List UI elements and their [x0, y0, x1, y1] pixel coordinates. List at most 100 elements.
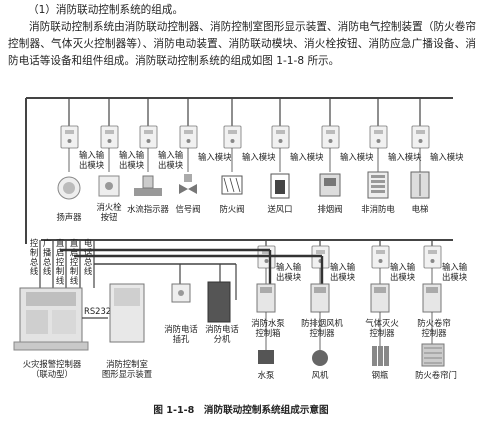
bottom-device-label-1: 风机 [312, 370, 329, 380]
top-module-3 [179, 125, 198, 149]
top-device-label-1: 消火栓按钮 [96, 202, 122, 222]
speaker-cone [63, 182, 75, 194]
shutter-door-icon [421, 343, 445, 367]
top-module-label-5: 输入模块 [290, 152, 324, 162]
bus-label-2: 直启控制线 [56, 238, 65, 286]
cylinder-icon-0 [372, 346, 377, 366]
signal-valve-icon [179, 184, 197, 194]
bottom-module-label-3: 输入输出模块 [442, 262, 468, 282]
top-module-4-label-area [228, 130, 237, 134]
top-device-label-7: 非消防电 [361, 204, 395, 214]
hydrant-button-knob [105, 182, 113, 190]
bottom-module-3 [423, 245, 442, 269]
controller-keypad [26, 310, 48, 334]
fire-damper-blade-2 [235, 177, 241, 193]
top-device-label-5: 送风口 [267, 204, 292, 214]
top-module-6 [321, 125, 340, 149]
bottom-controller-panel-1 [314, 287, 326, 293]
figure-caption: 图 1-1-8 消防联动控制系统组成示意图 [153, 404, 328, 416]
top-module-0-indicator [67, 139, 72, 143]
bottom-module-label-0: 输入输出模块 [276, 262, 302, 282]
fire-damper-blade-0 [223, 177, 229, 193]
bottom-device-label-0: 水泵 [258, 370, 275, 380]
power-cabinet-row-2 [371, 185, 385, 188]
bottom-device-label-2: 钢瓶 [372, 370, 389, 380]
phone-extension-icon [207, 281, 231, 323]
top-module-1-indicator [107, 139, 112, 143]
bottom-module-2 [371, 245, 390, 269]
bus-label-0: 控制总线 [30, 238, 39, 276]
top-module-label-1: 输入输出模块 [119, 150, 145, 170]
top-device-label-4: 防火阀 [219, 204, 244, 214]
top-module-5-label-area [276, 130, 285, 134]
fire-linkage-diagram: 输入输出模块输入输出模块输入输出模块输入模块输入模块输入模块输入模块输入模块输入… [13, 97, 468, 416]
top-module-label-4: 输入模块 [242, 152, 276, 162]
top-module-label-6: 输入模块 [340, 152, 374, 162]
top-device-label-8: 电梯 [412, 204, 429, 214]
bus-label-1: 广播总线 [43, 238, 52, 276]
top-module-label-8: 输入模块 [430, 152, 464, 162]
bottom-controller-label-3: 防火卷帘控制器 [417, 318, 451, 338]
top-module-3-indicator [186, 139, 191, 143]
bottom-controller-label-1: 防排烟风机控制器 [301, 318, 343, 338]
top-module-1-label-area [105, 130, 114, 134]
bottom-controller-panel-3 [426, 287, 438, 293]
bottom-controller-panel-2 [374, 287, 386, 293]
top-module-6-label-area [326, 130, 335, 134]
top-module-label-7: 输入模块 [388, 152, 422, 162]
power-cabinet-row-0 [371, 175, 385, 178]
top-module-2-label-area [144, 130, 153, 134]
rs232-label: RS232 [84, 306, 111, 316]
top-device-label-2: 水流指示器 [127, 204, 169, 214]
cylinder-icon-2 [384, 346, 389, 366]
smoke-valve-actuator [324, 178, 336, 186]
top-device-label-6: 排烟阀 [317, 204, 342, 214]
top-module-8-label-area [416, 130, 425, 134]
top-module-5 [271, 125, 290, 149]
top-module-label-3: 输入模块 [198, 152, 232, 162]
top-module-label-2: 输入输出模块 [158, 150, 184, 170]
top-module-7-indicator [376, 139, 381, 143]
cylinder-icon-1 [378, 346, 383, 366]
water-flow-indicator-icon [142, 175, 154, 189]
top-module-0 [60, 125, 79, 149]
top-module-8-indicator [418, 139, 423, 143]
air-inlet-grille [275, 180, 285, 194]
phone-device-label-1: 消防电话分机 [205, 324, 239, 344]
top-module-4 [223, 125, 242, 149]
bottom-controller-label-2: 气体灭火控制器 [365, 318, 399, 338]
bottom-controller-label-0: 消防水泵控制箱 [251, 318, 285, 338]
water-flow-pipe [134, 188, 162, 196]
controller-desk [13, 341, 89, 351]
top-module-6-indicator [328, 139, 333, 143]
bottom-device-label-3: 防火卷帘门 [415, 370, 457, 380]
bottom-module-2-indicator [378, 259, 383, 263]
bus-label-3: 直启控制线 [70, 238, 79, 286]
bottom-module-3-indicator [430, 259, 435, 263]
phone-device-label-0: 消防电话插孔 [164, 324, 198, 344]
bottom-module-label-1: 输入输出模块 [330, 262, 356, 282]
top-module-8 [411, 125, 430, 149]
top-module-5-indicator [278, 139, 283, 143]
graphic-display-screen [114, 288, 140, 306]
bottom-module-3-label-area [428, 250, 437, 254]
fan-icon [312, 350, 328, 366]
signal-valve-top [184, 174, 192, 182]
top-module-7-label-area [374, 130, 383, 134]
bottom-module-1-label-area [316, 250, 325, 254]
top-module-2 [139, 125, 158, 149]
controller-panel [52, 310, 76, 334]
bottom-controller-panel-0 [260, 287, 272, 293]
controller-label: 火灾报警控制器（联动型） [23, 359, 82, 379]
bottom-module-0-label-area [262, 250, 271, 254]
top-module-0-label-area [65, 130, 74, 134]
controller-screen [26, 292, 76, 306]
bus-label-4: 电话总线 [84, 238, 93, 276]
top-module-3-label-area [184, 130, 193, 134]
pump-icon [258, 350, 274, 364]
top-module-1 [100, 125, 119, 149]
fire-damper-blade-1 [229, 177, 235, 193]
power-cabinet-row-1 [371, 180, 385, 183]
phone-jack-socket [178, 290, 184, 296]
bottom-module-0-indicator [264, 259, 269, 263]
